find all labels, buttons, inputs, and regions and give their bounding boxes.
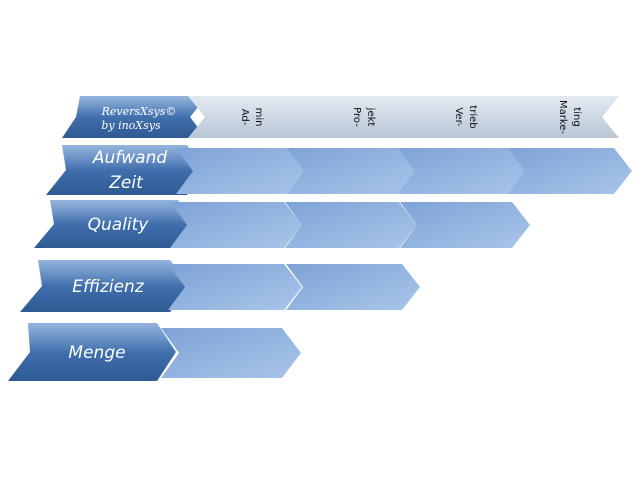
row-label-zeit: Zeit	[108, 173, 144, 193]
column-header-vertrieb	[397, 96, 535, 138]
row-label-menge: Menge	[68, 343, 125, 363]
row-effizienz: Effizienz	[20, 260, 420, 312]
row-menge: Menge	[8, 323, 301, 381]
cell-marketing	[508, 148, 632, 194]
column-marketing-line2: ting	[571, 107, 582, 126]
column-header-marketing	[498, 96, 619, 138]
row-label-chevron-shine	[28, 323, 176, 352]
cell-projekt	[287, 148, 419, 194]
column-projekt-line2: jekt	[365, 107, 376, 127]
column-header-projekt	[293, 96, 431, 138]
row-label-aufwand: Aufwand	[92, 148, 167, 168]
logo-line2: by inoXsys	[101, 119, 161, 132]
cell-projekt	[285, 202, 417, 248]
column-admin-line2: min	[253, 108, 264, 127]
column-marketing-line1: Marke-	[557, 100, 568, 134]
row-quality: Quality	[34, 200, 530, 248]
row-aufwand-zeit: Aufwand Zeit	[46, 145, 632, 195]
cell-admin	[176, 148, 308, 194]
cell-vertrieb	[398, 148, 530, 194]
column-header-admin	[188, 96, 318, 138]
logo-chevron-shine	[76, 96, 207, 117]
row-label-chevron-shine	[38, 260, 189, 286]
logo-line1: ReversXsys©	[101, 105, 177, 118]
row-label-chevron-shine	[50, 200, 196, 224]
cell-admin	[170, 202, 302, 248]
column-admin-line1: Ad-	[239, 109, 250, 126]
column-vertrieb-line1: Ver-	[453, 107, 464, 127]
row-label-effizienz: Effizienz	[72, 277, 145, 297]
cell-admin	[168, 264, 302, 310]
header-row: ReversXsys© by inoXsys Ad- min Pro- jekt…	[62, 96, 619, 138]
column-projekt-line1: Pro-	[351, 107, 362, 127]
row-label-chevron-shine	[62, 145, 205, 170]
cell-vertrieb	[400, 202, 530, 248]
cell-projekt	[286, 264, 420, 310]
row-label-quality: Quality	[88, 215, 150, 235]
column-vertrieb-line2: trieb	[467, 105, 478, 128]
cell-admin	[161, 328, 301, 378]
